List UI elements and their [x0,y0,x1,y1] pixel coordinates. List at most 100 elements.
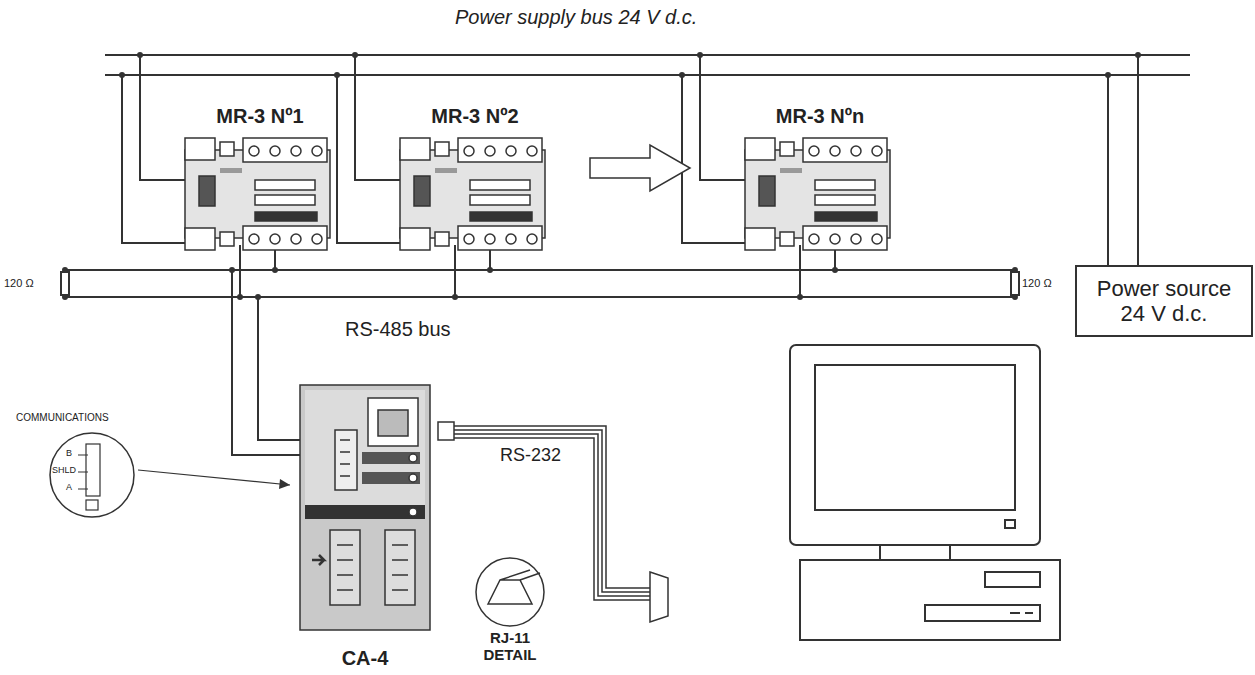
power-tap-wire [122,75,185,243]
computer [790,345,1060,640]
terminal-screw [464,234,474,244]
terminal-screw [851,234,861,244]
bus-connector [700,55,1138,265]
terminal-block [220,142,234,156]
label: 120 Ω [4,277,34,289]
bus-connector [258,245,455,440]
terminal-block [400,138,430,160]
device-body [745,150,890,238]
terminal-screw [872,146,882,156]
device-node: CA-4 [300,385,430,670]
terminal-block [243,226,327,250]
rs485-connector [414,176,430,206]
display-bar [255,180,315,190]
button-row [255,212,317,221]
terminal-block [400,228,430,250]
terminal-screw [527,234,537,244]
display-bar [815,180,875,190]
power-tap-wire [682,75,745,243]
device-node: MR-3 Nº1 [185,105,335,245]
terminal-block [458,138,542,162]
terminal-screw [851,146,861,156]
terminal-screw [291,234,301,244]
terminal-screw [312,146,322,156]
pin-name: A [66,483,72,493]
brand-mark [435,168,457,173]
zoom-connector [78,444,100,510]
button-row [470,212,532,221]
terminal-screw [249,146,259,156]
junction-dots [62,52,1141,300]
rs485-bus-wire [65,269,1015,271]
terminal-screw [830,146,840,156]
bus-connector [258,245,800,440]
power-source-box: Power source 24 V d.c. [1075,265,1253,337]
power-source-wire [1107,75,1109,265]
terminal-screw [485,234,495,244]
bus-title: Power supply bus 24 V d.c. [455,6,697,28]
terminal-screw [249,234,259,244]
terminal-screw [830,234,840,244]
terminal-block [803,226,887,250]
terminal-block [780,232,794,246]
terminal-screw [485,146,495,156]
communications-zoom [50,433,134,517]
terminal-block [458,226,542,250]
terminator-resistor [1011,272,1019,295]
terminal-screw [291,146,301,156]
zoom-leader-head [279,479,290,489]
zoom-leader [138,470,290,485]
device-name: MR-3 Nº1 [185,105,335,128]
rs232-cable [438,422,668,622]
device-node: MR-3 Nºn [745,105,895,245]
label: 120 Ω [1022,277,1052,289]
bus-connector [355,55,1138,265]
box-text: Power source 24 V d.c. [1089,276,1239,327]
label: COMMUNICATIONS [16,412,109,423]
device-name: MR-3 Nº2 [400,105,550,128]
label: RS-232 [500,446,561,466]
ca4-unit [300,385,430,630]
mr3-device [185,138,330,250]
rj11-plug [488,570,540,604]
terminal-block [745,228,775,250]
device-body [185,150,330,238]
display-bar [815,195,875,205]
display-bar [470,180,530,190]
display-bar [470,195,530,205]
terminal-screw [809,234,819,244]
terminal-screw [506,146,516,156]
terminal-screw [270,146,280,156]
device-name: MR-3 Nºn [745,105,895,128]
bus-connector [140,55,1138,265]
power-bus-wire [105,74,1190,76]
terminator-resistor [61,272,69,295]
mr3-device [745,138,890,250]
rj11-detail-circle [476,558,544,626]
display-bar [255,195,315,205]
terminal-block [435,232,449,246]
terminal-block [803,138,887,162]
brand-mark [780,168,802,173]
label: RS-485 bus [345,318,451,340]
pin-name: SHLD [52,466,76,476]
terminal-block [243,138,327,162]
mr3-device [400,138,545,250]
terminal-screw [464,146,474,156]
brand-mark [220,168,242,173]
terminal-block [780,142,794,156]
label: RJ-11 DETAIL [470,630,550,663]
pin-name: B [66,449,72,459]
terminal-screw [270,234,280,244]
terminal-screw [527,146,537,156]
terminal-screw [506,234,516,244]
rs485-connector [199,176,215,206]
terminal-screw [312,234,322,244]
terminal-block [435,142,449,156]
rs485-connector [759,176,775,206]
device-body [400,150,545,238]
terminal-block [220,232,234,246]
button-row [815,212,877,221]
terminal-screw [872,234,882,244]
